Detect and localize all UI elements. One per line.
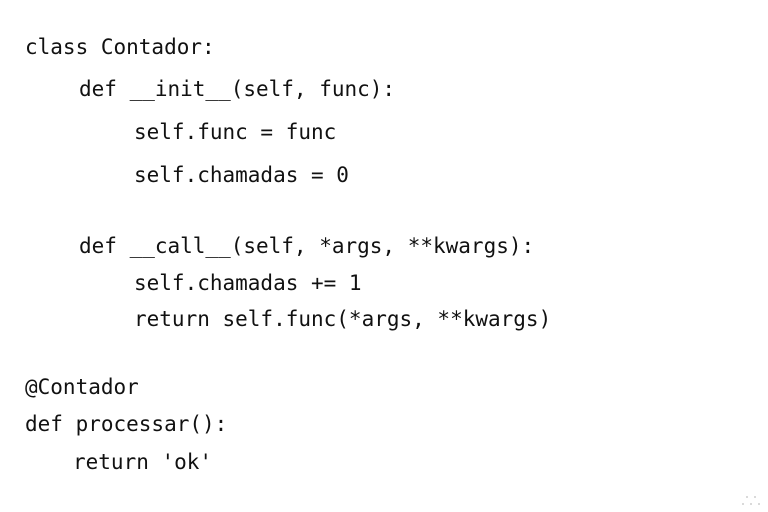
code-line-2: def __init__(self, func):	[79, 77, 396, 101]
code-line-4: self.chamadas = 0	[134, 163, 349, 187]
code-line-3: self.func = func	[134, 120, 337, 144]
code-line-10: return 'ok'	[73, 450, 213, 474]
code-line-5: def __call__(self, *args, **kwargs):	[79, 234, 535, 258]
code-line-8: @Contador	[25, 375, 139, 399]
code-line-7: return self.func(*args, **kwargs)	[134, 307, 552, 331]
code-line-6: self.chamadas += 1	[134, 271, 362, 295]
code-line-1: class Contador:	[25, 35, 215, 59]
corner-dots-icon	[742, 494, 762, 508]
code-line-9: def processar():	[25, 412, 228, 436]
